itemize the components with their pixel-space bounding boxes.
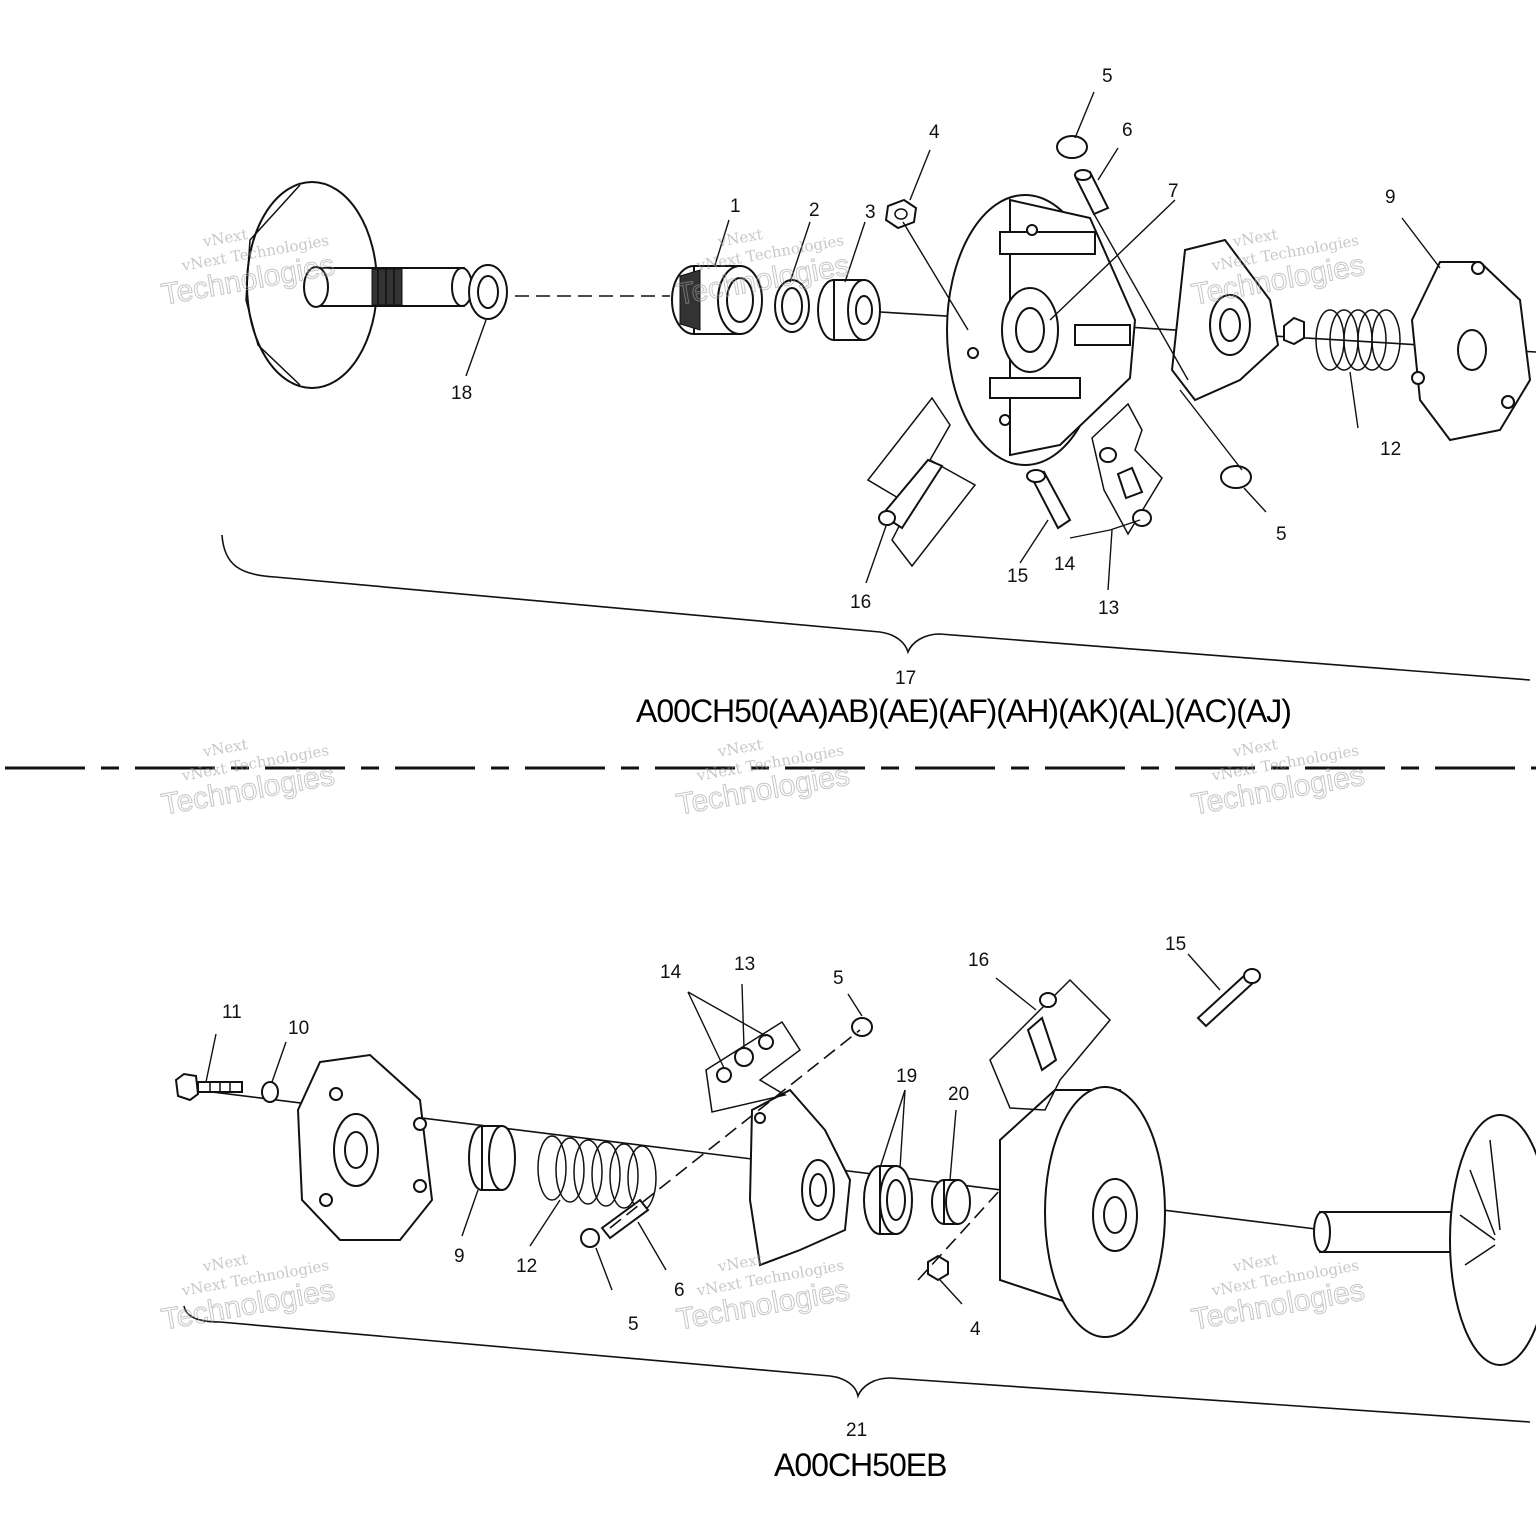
lower-part-9-cover [296, 1053, 434, 1241]
callout-12-lower: 12 [516, 1256, 537, 1277]
callout-6-lower: 6 [674, 1280, 685, 1301]
lower-part-11-bolt [174, 1072, 243, 1102]
lower-assembly: 11 10 9 12 14 13 5 6 5 19 20 16 15 4 21 … [174, 934, 1536, 1483]
upper-part-13-14-bushing-set [1091, 402, 1163, 536]
callout-15: 15 [1007, 566, 1028, 587]
lower-part-20-spacer [931, 1179, 971, 1225]
watermark-4: vNext vNext Technologies Technologies [158, 735, 337, 822]
callout-5-lower-bottom: 5 [628, 1314, 639, 1335]
callout-5-top: 5 [1102, 66, 1113, 87]
callout-9: 9 [1385, 187, 1396, 208]
callout-21: 21 [846, 1420, 867, 1441]
lower-part-19-bushing [863, 1165, 913, 1235]
lower-brace-21 [183, 1305, 1531, 1423]
callout-6: 6 [1122, 120, 1133, 141]
callout-5-lower-top: 5 [833, 968, 844, 989]
callout-2: 2 [809, 200, 820, 221]
callout-20: 20 [948, 1084, 969, 1105]
lower-leader-lines [205, 953, 1221, 1305]
upper-part-9-cover [1410, 261, 1532, 442]
lower-spider [748, 1088, 852, 1267]
lower-fixed-sheave [1313, 1114, 1536, 1366]
watermark-6: vNext vNext Technologies Technologies [1188, 735, 1367, 822]
callout-14-lower: 14 [660, 962, 682, 983]
lower-movable-sheave [999, 1086, 1166, 1338]
upper-brace-17 [221, 534, 1531, 681]
callout-17: 17 [895, 668, 916, 689]
upper-callouts: 1 2 3 4 5 6 7 9 5 12 13 14 15 16 17 18 [451, 66, 1401, 689]
callout-4: 4 [929, 122, 940, 143]
upper-part-15-bolt [1026, 469, 1072, 530]
upper-spider [1170, 238, 1280, 402]
upper-fixed-sheave [245, 181, 473, 389]
callout-11: 11 [222, 1002, 242, 1023]
upper-part-2-washer [774, 279, 810, 333]
callout-5-bottom: 5 [1276, 524, 1287, 545]
watermark-7: vNext vNext Technologies Technologies [158, 1250, 337, 1337]
upper-model-code: A00CH50(AA)AB)(AE)(AF)(AH)(AK)(AL)(AC)(A… [636, 693, 1291, 729]
callout-18: 18 [451, 383, 472, 404]
callout-12: 12 [1380, 439, 1401, 460]
lower-part-13-14-bushing-set [705, 1020, 802, 1113]
lower-part-6-pin [600, 1198, 650, 1240]
lower-model-code: A00CH50EB [774, 1447, 946, 1483]
callout-19: 19 [896, 1066, 917, 1087]
callout-16: 16 [850, 592, 871, 613]
lower-part-5-cap-top [851, 1017, 873, 1037]
callout-7: 7 [1168, 181, 1179, 202]
upper-nut-small [1283, 316, 1305, 346]
callout-3: 3 [865, 202, 876, 223]
callout-4-lower: 4 [970, 1319, 981, 1340]
upper-assembly: 1 2 3 4 5 6 7 9 5 12 13 14 15 16 17 18 A… [221, 66, 1536, 729]
upper-part-18-washer [468, 264, 508, 320]
upper-part-5-cap-bottom [1220, 465, 1252, 489]
lower-part-10-washer [261, 1081, 279, 1103]
upper-part-5-cap-top [1056, 135, 1088, 159]
lower-part-16-shoe [989, 978, 1112, 1111]
lower-part-9-ring [468, 1125, 516, 1191]
upper-leader-lines [465, 91, 1441, 591]
lower-part-4-nut [927, 1254, 949, 1282]
upper-part-16-shoe [866, 396, 977, 568]
watermark-5: vNext vNext Technologies Technologies [673, 735, 852, 822]
callout-1: 1 [730, 196, 741, 217]
callout-10: 10 [288, 1018, 309, 1039]
upper-part-6-pin [1074, 169, 1110, 216]
watermark-8: vNext vNext Technologies Technologies [673, 1250, 852, 1337]
lower-part-15-bolt [1196, 968, 1261, 1028]
callout-14: 14 [1054, 554, 1076, 575]
callout-16-lower: 16 [968, 950, 989, 971]
upper-movable-sheave [946, 194, 1137, 466]
callout-13: 13 [1098, 598, 1119, 619]
lower-part-5-cap-bottom [580, 1228, 600, 1248]
callout-9-lower: 9 [454, 1246, 465, 1267]
callout-15-lower: 15 [1165, 934, 1186, 955]
upper-part-4-nut [884, 198, 918, 230]
upper-part-12-spring [1315, 309, 1401, 371]
callout-13-lower: 13 [734, 954, 755, 975]
lower-part-12-spring [537, 1135, 657, 1211]
upper-part-1-bushing [671, 265, 763, 335]
lower-callouts: 11 10 9 12 14 13 5 6 5 19 20 16 15 4 21 [222, 934, 1186, 1441]
upper-part-3-spacer [817, 279, 881, 341]
